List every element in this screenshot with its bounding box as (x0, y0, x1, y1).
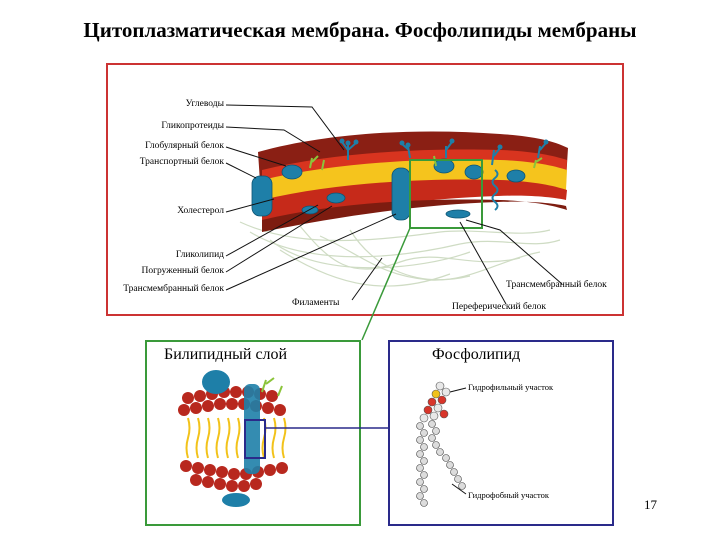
page-number: 17 (644, 497, 657, 513)
